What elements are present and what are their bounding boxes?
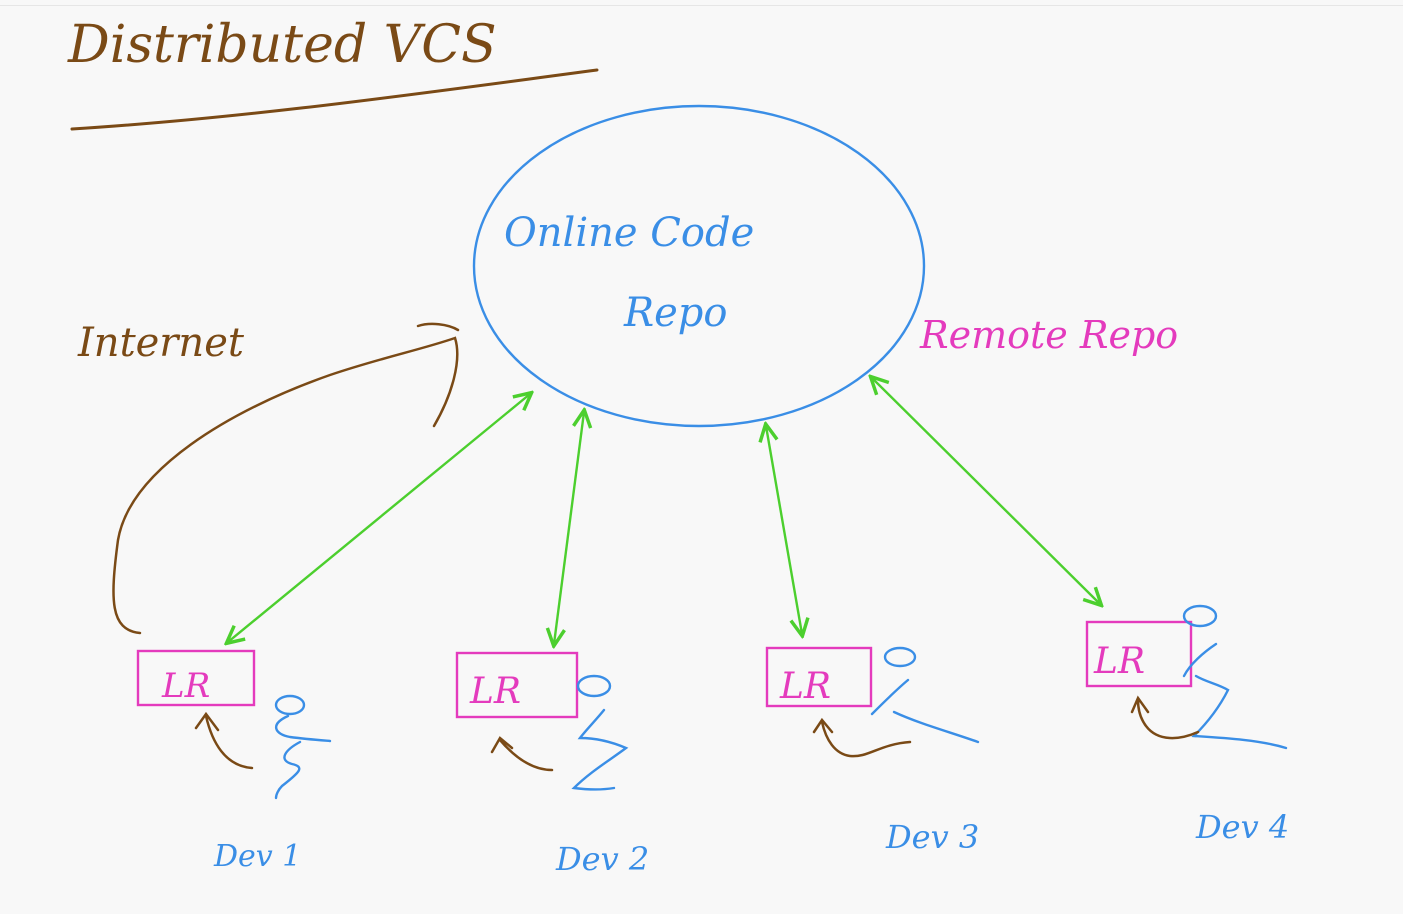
central-label-line1: Online Code <box>504 210 754 256</box>
local-repo-dev3: LR <box>765 646 873 708</box>
local-repo-dev4: LR <box>1085 620 1193 688</box>
internet-label: Internet <box>77 320 245 366</box>
diagram-title: Distributed VCS <box>67 15 497 75</box>
internet-connection-curve <box>112 336 459 635</box>
local-repo-label: LR <box>161 666 210 706</box>
local-repo-box <box>136 649 256 707</box>
developer-label-dev3: Dev 3 <box>885 818 979 856</box>
developer-label-dev2: Dev 2 <box>555 840 649 878</box>
commit-arrow-dev3 <box>812 717 912 758</box>
local-repo-box <box>765 646 873 708</box>
commit-arrow-dev2 <box>490 736 554 772</box>
local-repo-label: LR <box>779 666 831 707</box>
developer-figure-dev1 <box>274 694 332 800</box>
local-repo-label: LR <box>469 671 521 712</box>
remote-repo-label: Remote Repo <box>919 313 1178 357</box>
developer-label-dev1: Dev 1 <box>213 839 301 874</box>
developer-figure-dev2 <box>571 674 629 791</box>
commit-arrow-dev4 <box>1130 695 1200 740</box>
sync-arrow-dev1 <box>228 394 530 642</box>
central-label-line2: Repo <box>623 290 727 336</box>
title-underline <box>70 68 599 131</box>
sync-arrow-dev2 <box>554 412 584 644</box>
developer-figure-dev4 <box>1182 604 1288 750</box>
sync-arrow-dev3 <box>766 426 802 634</box>
local-repo-box <box>1085 620 1193 688</box>
sync-arrow-dev4 <box>872 378 1100 604</box>
local-repo-label: LR <box>1093 641 1145 682</box>
developer-label-dev4: Dev 4 <box>1195 808 1289 846</box>
local-repo-dev1: LR <box>136 649 256 707</box>
commit-arrow-dev1 <box>194 711 254 770</box>
top-divider <box>0 5 1403 6</box>
internet-arrow-head <box>416 322 460 332</box>
local-repo-dev2: LR <box>455 651 579 719</box>
online-code-repo-ellipse <box>472 104 926 428</box>
developer-figure-dev3 <box>870 646 980 744</box>
